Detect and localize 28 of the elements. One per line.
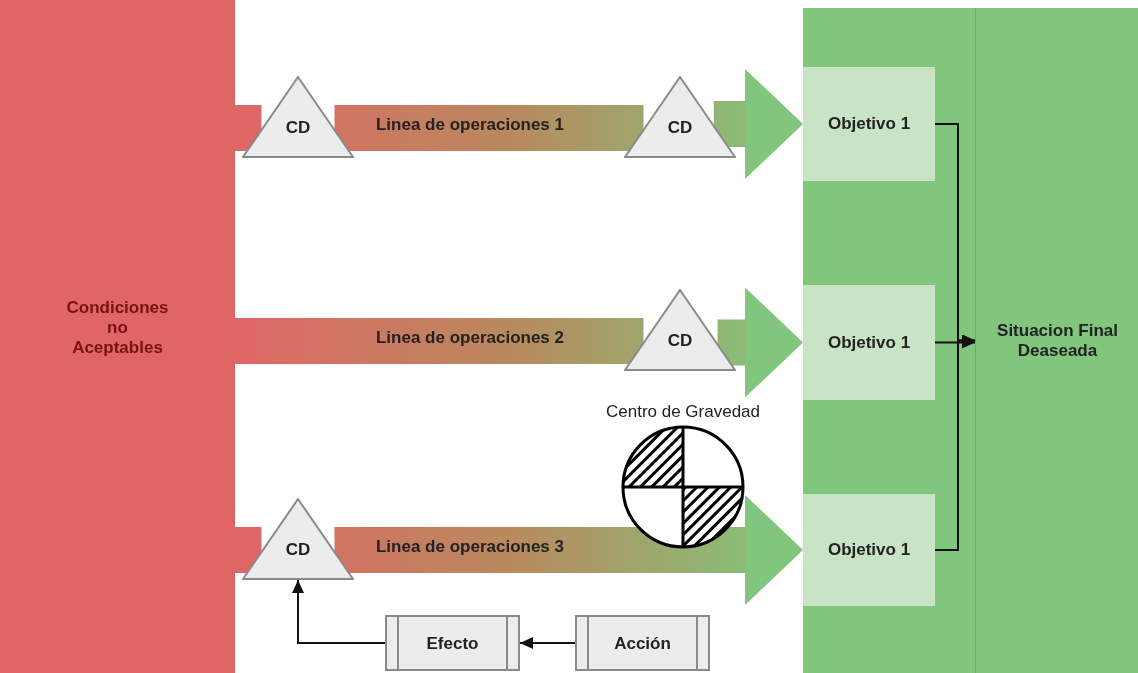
objective-box — [803, 285, 935, 400]
objective-label: Objetivo 1 — [826, 332, 912, 353]
edge-label: Linea de operaciones 1 — [375, 115, 565, 135]
condition-label: Condiciones no Aceptables — [65, 298, 170, 358]
line-of-operation-arrow — [717, 287, 803, 398]
arrow — [934, 334, 976, 551]
process-box — [575, 615, 710, 671]
line-of-operation-arrow — [713, 69, 803, 179]
line-of-operation-arrow — [334, 495, 803, 605]
condition-box — [0, 0, 235, 673]
arrow — [519, 637, 576, 649]
objective-box — [803, 494, 935, 606]
process-label: Acción — [613, 634, 672, 654]
end-state-panel — [803, 8, 1138, 673]
edge-label: Linea de operaciones 3 — [375, 537, 565, 557]
edge-label: Linea de operaciones 2 — [375, 328, 565, 348]
arrow — [292, 579, 386, 644]
triangle-label: CD — [284, 540, 312, 560]
end-state-label: Situacion Final Deaseada — [996, 321, 1119, 361]
process-box — [385, 615, 520, 671]
triangle-label: CD — [666, 118, 694, 138]
process-label: Efecto — [425, 634, 480, 654]
objective-label: Objetivo 1 — [826, 114, 912, 134]
objective-label: Objetivo 1 — [826, 540, 912, 560]
symbol-caption: Centro de Gravedad — [604, 402, 761, 422]
triangle-label: CD — [666, 331, 694, 351]
objective-box — [803, 67, 935, 181]
triangle-label: CD — [284, 118, 312, 138]
